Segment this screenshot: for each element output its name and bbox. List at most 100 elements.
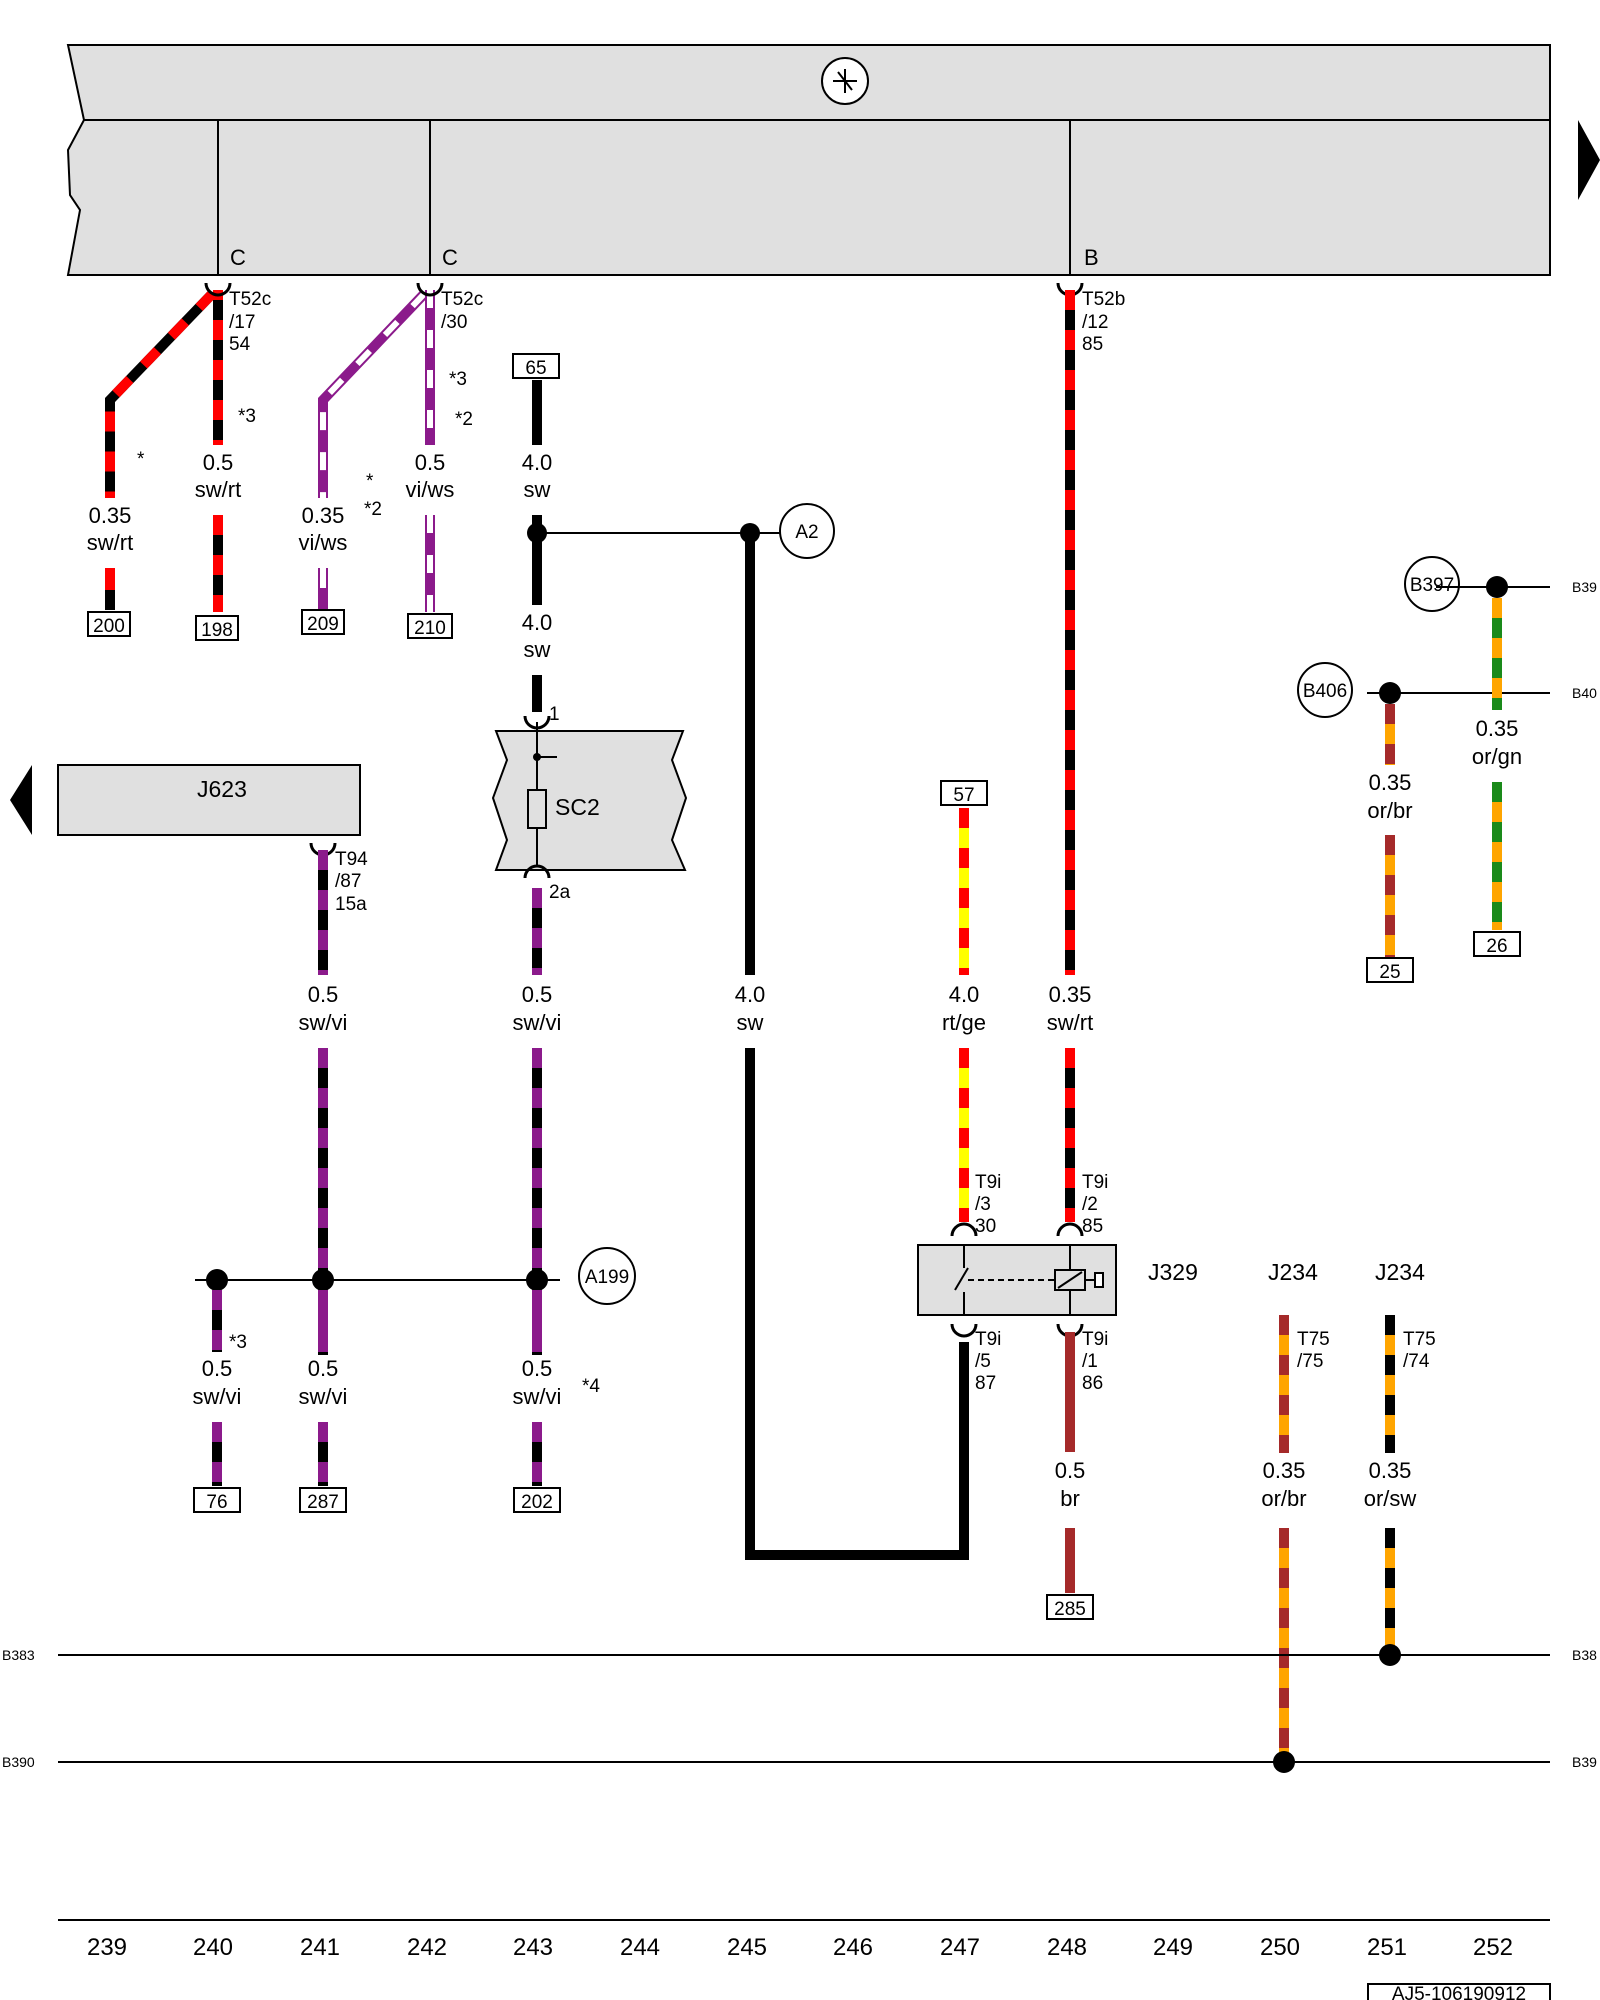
ref-box-26[interactable] [1473, 931, 1521, 957]
column-number: 242 [407, 1934, 447, 1961]
relay-switch-icon [954, 1267, 969, 1291]
ref-box-198[interactable] [195, 615, 239, 641]
bus-label-b39-top: B39 [1572, 579, 1597, 595]
ref-box-202[interactable] [513, 1487, 561, 1513]
wire-group-248: T52b /12 85 0.35 sw/rt T9i /2 85 [1047, 282, 1125, 1237]
connector-t75-75-pin: /75 [1297, 1351, 1323, 1372]
wire-group-245: 4.0 sw [735, 533, 969, 1560]
splice-b406[interactable] [1297, 662, 1353, 718]
wire-size: 4.0 [522, 450, 553, 475]
connector-t9i-5-term: 87 [975, 1373, 996, 1394]
splice-a2[interactable] [779, 503, 835, 559]
wire-color: sw/vi [513, 1384, 562, 1409]
bus-label-b390: B390 [2, 1754, 35, 1770]
splice-a199-label: A199 [585, 1267, 629, 1288]
column-number: 252 [1473, 1934, 1513, 1961]
wire-color: vi/ws [406, 477, 455, 502]
wire-color: or/sw [1364, 1486, 1417, 1511]
wire-color: vi/ws [299, 530, 348, 555]
fuse-sc2[interactable] [491, 730, 688, 871]
splice-a199[interactable] [578, 1247, 636, 1305]
wire-color: rt/ge [942, 1010, 986, 1035]
doc-id: AJ5-106190912 [1392, 1984, 1526, 2000]
harness-label-c1: C [230, 245, 246, 270]
footnote-3: *3 [449, 369, 467, 390]
splice-dot [312, 1269, 334, 1291]
column-number: 247 [940, 1934, 980, 1961]
ref-box-285[interactable] [1046, 1594, 1094, 1620]
ref-box-210[interactable] [407, 613, 453, 639]
connector-t9i-2-pin: /2 [1082, 1194, 1098, 1215]
ref-box-25[interactable] [1366, 957, 1414, 983]
wire-size: 0.35 [1369, 770, 1412, 795]
wire-group-247: 57 4.0 rt/ge T9i /3 30 [940, 780, 1001, 1237]
wire-size: 4.0 [949, 982, 980, 1007]
wire-size: 0.35 [89, 503, 132, 528]
footnote-3: *3 [229, 1332, 247, 1353]
wire-color: sw/vi [299, 1384, 348, 1409]
wire-size: 0.35 [302, 503, 345, 528]
column-number: 239 [87, 1934, 127, 1961]
wire-color: sw/rt [195, 477, 241, 502]
ref-box-57[interactable] [940, 780, 988, 806]
ref-label-200: 200 [93, 616, 125, 637]
column-number: 249 [1153, 1934, 1193, 1961]
connector-t9i-1: T9i [1082, 1329, 1108, 1350]
ref-label-26: 26 [1486, 936, 1507, 957]
ref-box-209[interactable] [301, 609, 345, 635]
ref-box-287[interactable] [299, 1487, 347, 1513]
column-scale: 239 240 241 242 243 244 245 246 247 248 … [58, 1919, 1551, 2000]
wire-group-242: T52c /30 * *2 *3 *2 0.35 vi/ws 0.5 vi/ws… [299, 282, 483, 639]
wire-color: sw/rt [1047, 1010, 1093, 1035]
wire-color: sw [737, 1010, 764, 1035]
component-j623-label: J623 [197, 776, 247, 802]
splice-b406-label: B406 [1303, 681, 1347, 702]
ref-label-57: 57 [953, 785, 974, 806]
component-j234-label[interactable]: J234 [1375, 1259, 1425, 1285]
ref-label-287: 287 [307, 1492, 339, 1513]
connector-t52b-12: T52b [1082, 289, 1125, 310]
component-j329[interactable] [917, 1244, 1117, 1316]
wire-color: sw [524, 637, 551, 662]
ref-box-65[interactable] [512, 353, 560, 379]
wire-color: sw/vi [299, 1010, 348, 1035]
footnote-3: *3 [238, 406, 256, 427]
ref-label-76: 76 [206, 1492, 227, 1513]
harness-label-c2: C [442, 245, 458, 270]
column-number: 245 [727, 1934, 767, 1961]
footnote-star: * [366, 471, 374, 492]
component-j329-label: J329 [1148, 1259, 1198, 1285]
connector-t75-74: T75 [1403, 1329, 1436, 1350]
footnote-2: *2 [364, 499, 382, 520]
connector-t9i-2-term: 85 [1082, 1216, 1103, 1237]
wire-size: 0.5 [202, 1356, 233, 1381]
splice-a2-label: A2 [795, 522, 818, 543]
component-j623[interactable] [57, 764, 361, 836]
connector-t75-74-pin: /74 [1403, 1351, 1430, 1372]
column-number: 240 [193, 1934, 233, 1961]
ref-label-202: 202 [521, 1492, 553, 1513]
wire-size: 0.5 [415, 450, 446, 475]
doc-id-box [1367, 1983, 1551, 2000]
wire-color: or/br [1367, 798, 1412, 823]
wire-group-243: 65 4.0 sw 4.0 sw A2 1 SC2 2a 0.5 sw/vi [491, 353, 835, 1355]
component-j234-label[interactable]: J234 [1268, 1259, 1318, 1285]
wire-color: sw/vi [193, 1384, 242, 1409]
column-number: 251 [1367, 1934, 1407, 1961]
wire-size: 0.35 [1369, 1458, 1412, 1483]
connector-t9i-3-pin: /3 [975, 1194, 991, 1215]
column-number: 241 [300, 1934, 340, 1961]
connector-t9i-3-term: 30 [975, 1216, 996, 1237]
footnote-4: *4 [582, 1376, 600, 1397]
connector-t75-75: T75 [1297, 1329, 1330, 1350]
pin-1: 1 [549, 704, 560, 725]
ref-box-200[interactable] [87, 611, 131, 637]
column-number: 248 [1047, 1934, 1087, 1961]
connector-t9i-1-term: 86 [1082, 1373, 1103, 1394]
bus-label-b40: B40 [1572, 685, 1597, 701]
splice-b397[interactable] [1404, 556, 1460, 612]
footnote-2: *2 [455, 409, 473, 430]
ref-label-209: 209 [307, 614, 339, 635]
ref-box-76[interactable] [193, 1487, 241, 1513]
